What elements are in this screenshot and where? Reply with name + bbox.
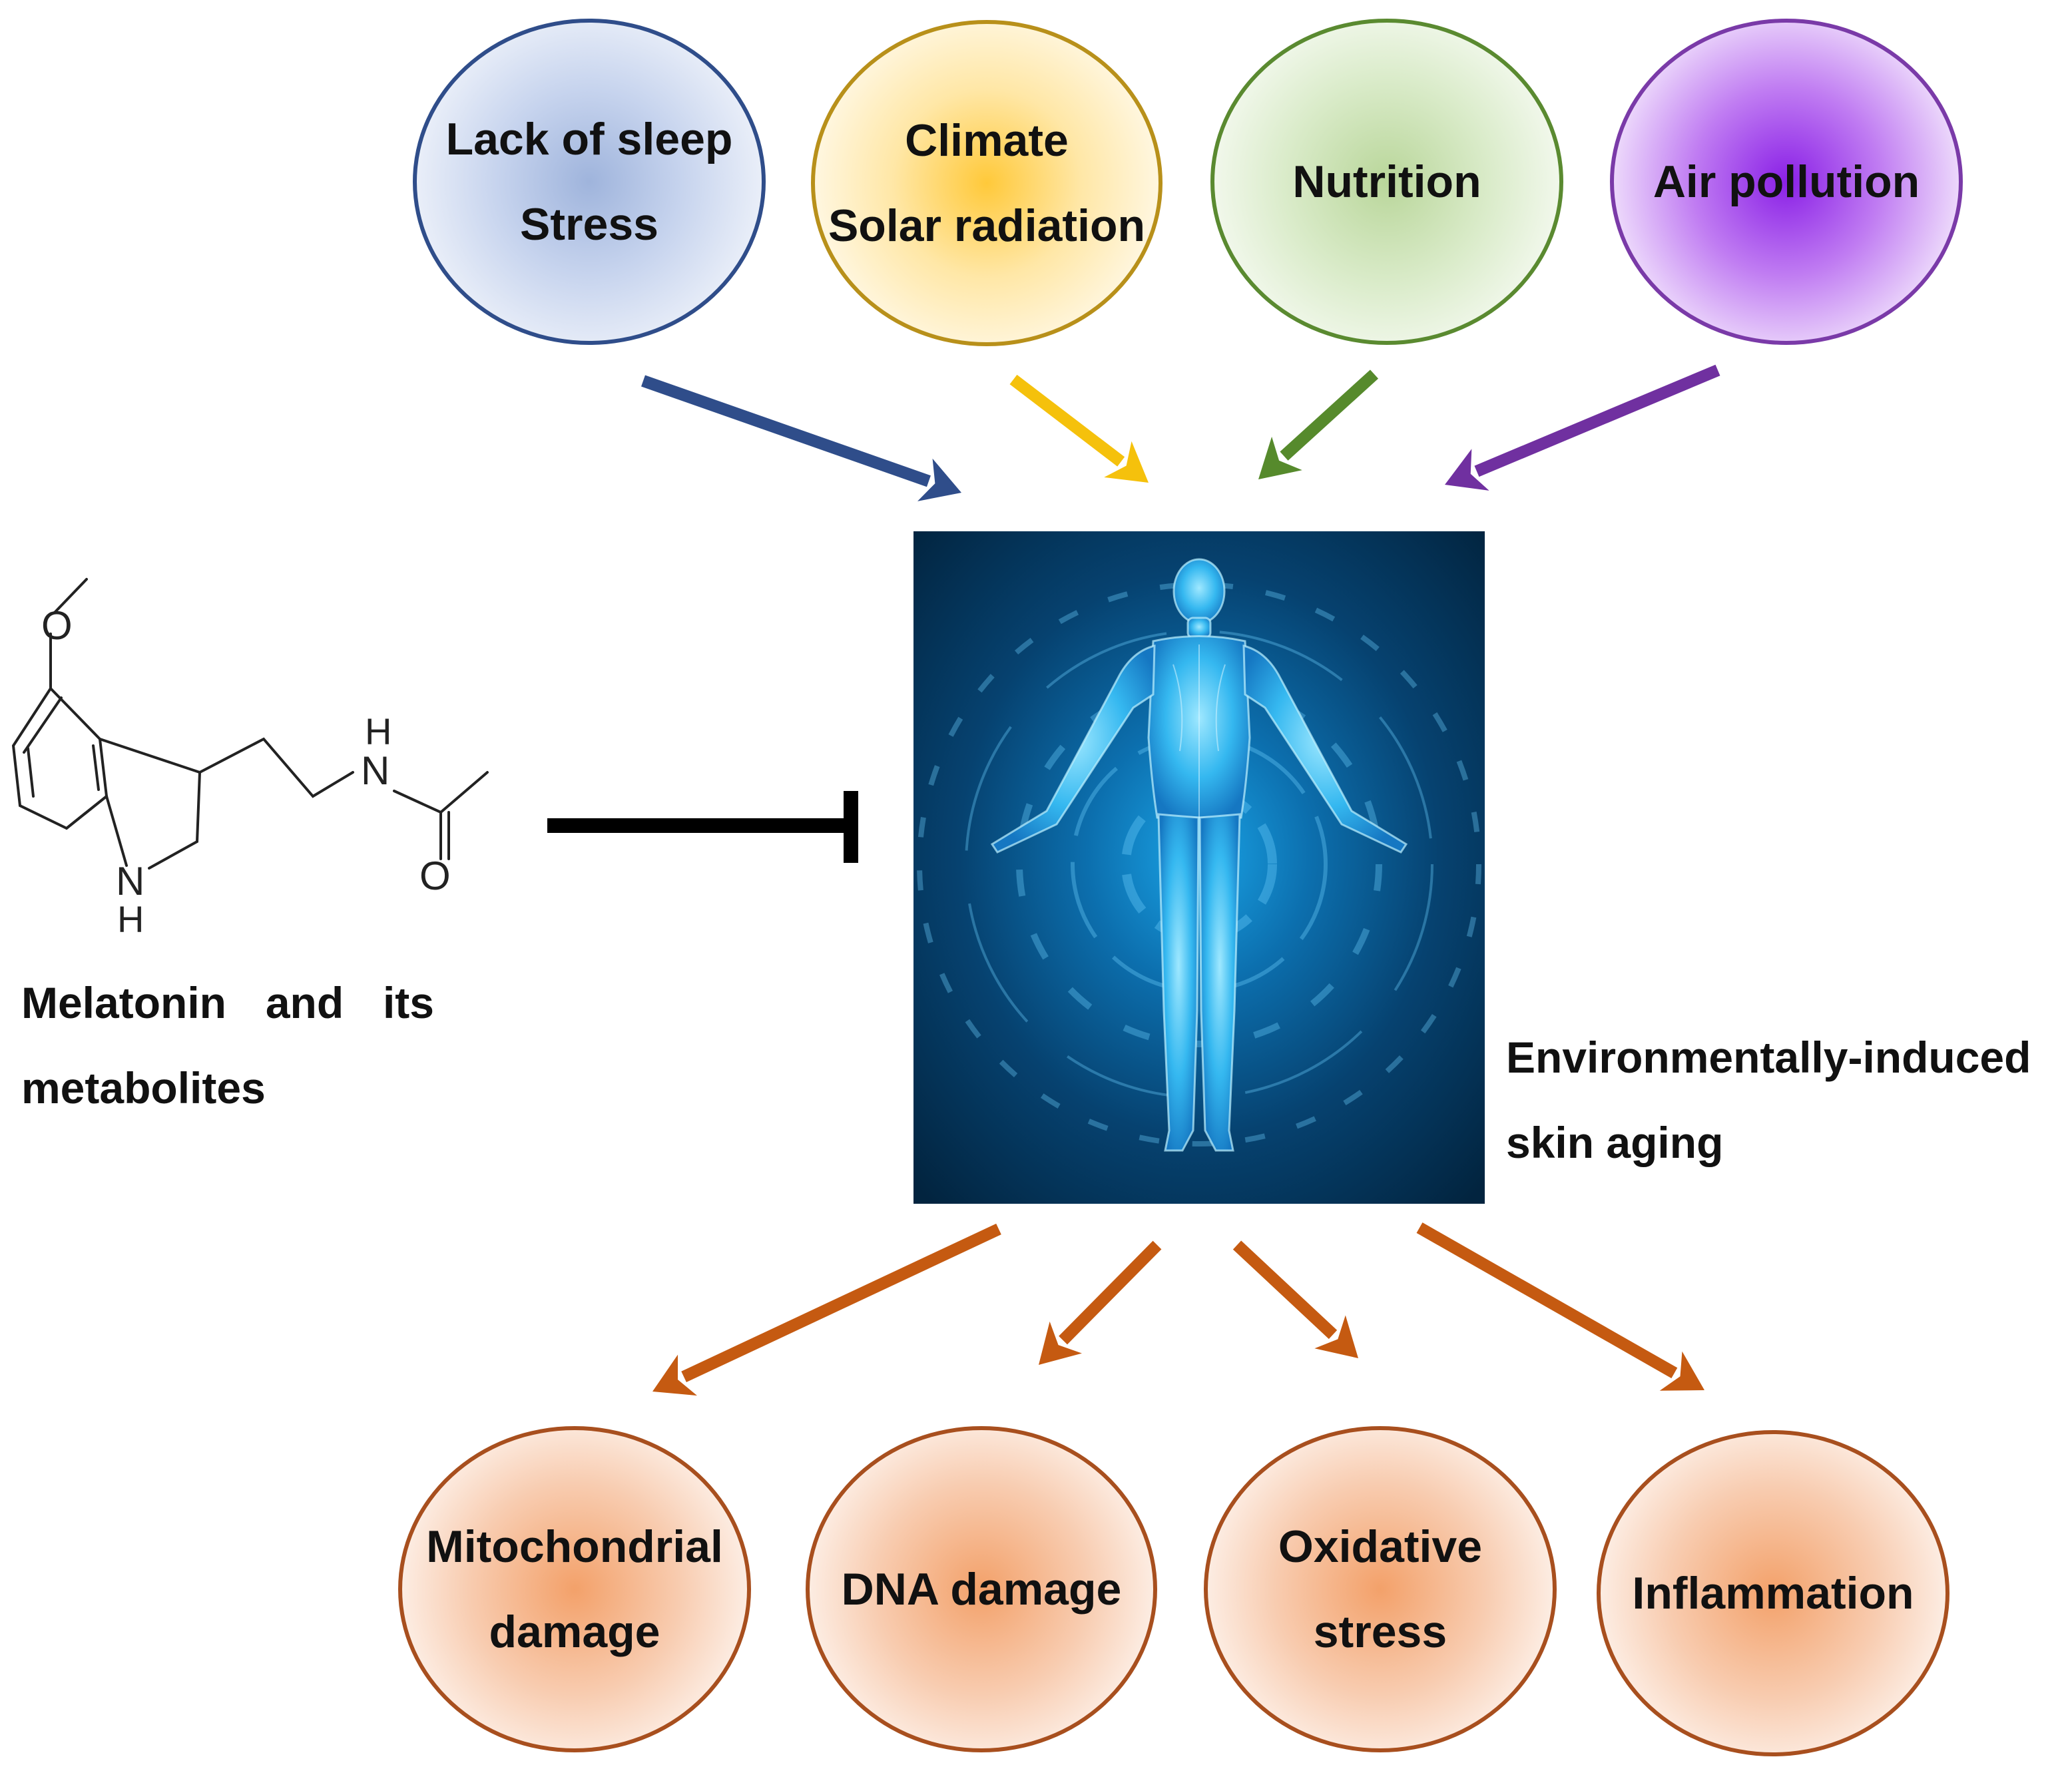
arrow-head-mitochondrial — [652, 1354, 697, 1396]
effect-label: Mitochondrial — [426, 1521, 723, 1572]
melatonin-caption-word: and — [265, 978, 344, 1027]
human-body-figure-icon — [913, 531, 1485, 1204]
arrow-nutrition-to-body — [1280, 370, 1379, 461]
effect-label: damage — [489, 1607, 660, 1657]
effect-circle-dna-damage: DNA damage — [806, 1426, 1157, 1752]
factor-circle-nutrition: Nutrition — [1210, 19, 1563, 345]
skin-aging-caption-line: Environmentally-induced — [1506, 1033, 2031, 1082]
atom-label: H — [365, 710, 391, 752]
arrow-head-climate — [1104, 441, 1149, 483]
skin-aging-caption-line: skin aging — [1506, 1118, 1724, 1167]
factor-label: Stress — [520, 199, 658, 250]
arrow-body-to-inflammation — [1416, 1222, 1678, 1379]
effect-circle-mitochondrial-damage: Mitochondrial damage — [398, 1426, 751, 1752]
melatonin-structure-icon — [11, 578, 489, 870]
arrow-head-air-pollution — [1445, 449, 1489, 491]
effect-circle-inflammation: Inflammation — [1597, 1430, 1949, 1756]
arrow-head-nutrition — [1258, 436, 1302, 479]
atom-label: N — [361, 748, 389, 793]
arrow-head-dna — [1039, 1321, 1082, 1365]
factor-label: Air pollution — [1653, 156, 1920, 207]
arrow-head-inflammation — [1659, 1351, 1704, 1391]
arrow-head-oxidative — [1314, 1315, 1358, 1358]
arrow-head-sleep — [917, 458, 961, 501]
melatonin-caption-line: metabolites — [21, 1063, 266, 1113]
atom-label: O — [41, 603, 73, 648]
effect-label: Inflammation — [1632, 1568, 1914, 1619]
melatonin-caption: Melatonin and its metabolites — [21, 960, 447, 1131]
melatonin-caption-word: its — [382, 978, 434, 1027]
arrow-body-to-mitochondrial — [681, 1223, 1001, 1383]
arrow-body-to-oxidative — [1232, 1240, 1338, 1340]
arrow-body-to-dna — [1059, 1240, 1162, 1345]
factor-label: Solar radiation — [828, 200, 1146, 251]
atom-label: H — [117, 898, 144, 940]
factor-label: Nutrition — [1292, 156, 1481, 207]
factor-circle-climate-solar: Climate Solar radiation — [811, 20, 1163, 346]
atom-label: N — [116, 859, 144, 903]
factor-label: Lack of sleep — [445, 114, 733, 164]
effect-label: Oxidative — [1278, 1521, 1483, 1572]
factor-circle-air-pollution: Air pollution — [1610, 19, 1963, 345]
arrow-air-pollution-to-body — [1474, 364, 1720, 477]
arrow-sleep-to-body — [641, 375, 931, 487]
effect-circle-oxidative-stress: Oxidative stress — [1204, 1426, 1557, 1752]
factor-circle-sleep-stress: Lack of sleep Stress — [413, 19, 766, 345]
effect-label: DNA damage — [841, 1564, 1122, 1615]
arrow-climate-to-body — [1009, 374, 1125, 467]
atom-label: O — [419, 854, 451, 898]
human-body-image — [913, 531, 1485, 1204]
skin-aging-caption: Environmentally-induced skin aging — [1506, 1015, 2072, 1185]
melatonin-caption-word: Melatonin — [21, 978, 226, 1027]
factor-label: Climate — [905, 115, 1069, 166]
effect-label: stress — [1313, 1607, 1447, 1657]
